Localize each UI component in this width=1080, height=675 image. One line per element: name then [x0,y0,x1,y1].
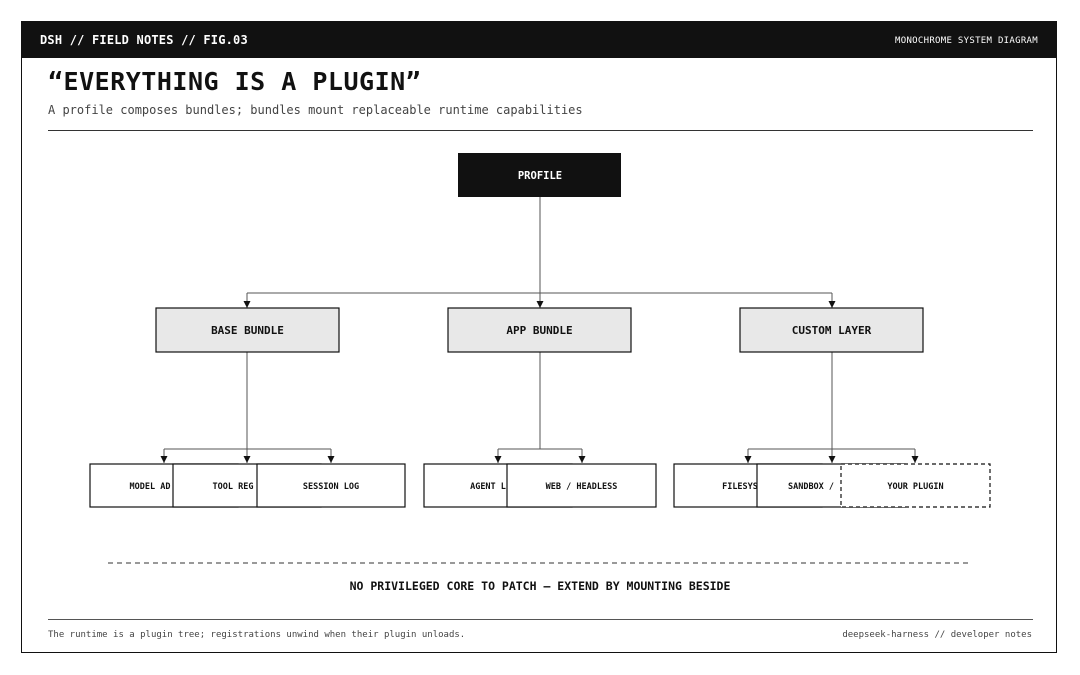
page-subtitle: A profile composes bundles; bundles moun… [48,103,583,117]
session-log-node: SESSION LOG [256,463,406,508]
session-log-label: SESSION LOG [303,482,359,492]
footer-credit: deepseek-harness // developer notes [842,630,1032,640]
bundle-connectors [160,352,919,463]
base-bundle-node: BASE BUNDLE [155,307,340,353]
your-plugin-label: YOUR PLUGIN [887,482,943,492]
footer-divider [48,619,1033,620]
custom-layer-label: CUSTOM LAYER [792,324,872,337]
model-adapter-label: MODEL AD [130,482,171,492]
profile-connectors [243,197,836,308]
header-bar: DSH // FIELD NOTES // FIG.03 MONOCHROME … [22,22,1056,58]
web-headless-label: WEB / HEADLESS [546,482,618,492]
tool-registry-label: TOOL REG [213,482,254,492]
agent-loop-label: AGENT L [470,482,506,492]
web-headless-node: WEB / HEADLESS [506,463,657,508]
profile-node: PROFILE [458,153,621,197]
principle-statement: NO PRIVILEGED CORE TO PATCH — EXTEND BY … [350,579,731,593]
title-divider [48,130,1033,131]
your-plugin-node: YOUR PLUGIN [840,463,991,508]
filesystem-label: FILESYS [722,482,758,492]
custom-layer-node: CUSTOM LAYER [739,307,924,353]
header-label: MONOCHROME SYSTEM DIAGRAM [895,36,1038,46]
sandbox-label: SANDBOX / [788,482,834,492]
profile-label: PROFILE [518,170,562,182]
base-bundle-label: BASE BUNDLE [211,324,284,337]
app-bundle-label: APP BUNDLE [506,324,572,337]
page-title: “EVERYTHING IS A PLUGIN” [48,67,422,96]
header-title: DSH // FIELD NOTES // FIG.03 [40,33,248,47]
footer-note: The runtime is a plugin tree; registrati… [48,630,466,640]
app-bundle-node: APP BUNDLE [447,307,632,353]
